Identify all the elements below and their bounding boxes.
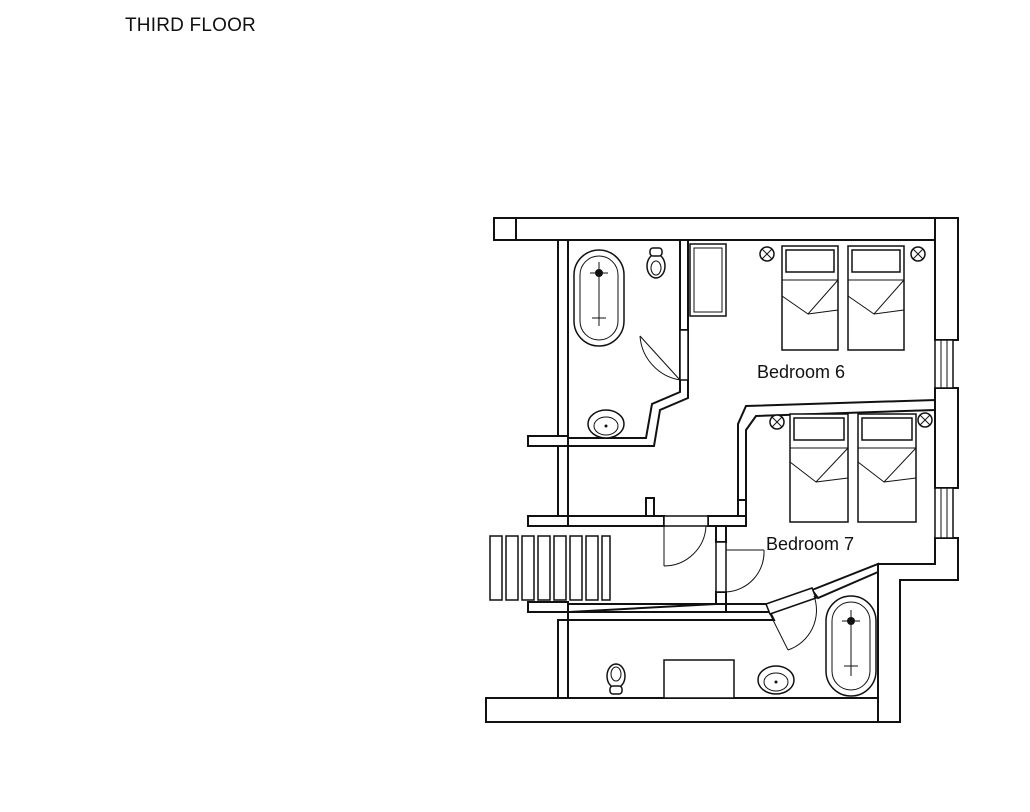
bedroom-7-furniture [769,412,933,523]
interior-walls [566,239,936,622]
staircase-icon [489,535,611,601]
wall-light-icon [769,414,785,430]
washbasin-icon [587,409,625,439]
wall-light-icon [910,246,926,262]
bathroom-1-fixtures [573,243,727,439]
cabinet-icon [689,243,727,317]
bed-icon [847,245,905,351]
door-swing-icon [663,515,709,567]
wall-light-icon [917,412,933,428]
door-swing-icon [715,541,765,593]
washbasin-icon [757,665,795,695]
wall-light-icon [759,246,775,262]
door-swing-icon [639,329,689,381]
window-icon [934,487,954,539]
bedroom-6-furniture [759,245,926,351]
cabinet-icon [663,659,735,699]
bathtub-icon [573,249,625,347]
room-label-bedroom-6: Bedroom 6 [757,362,845,382]
bed-icon [857,413,917,523]
room-label-bedroom-7: Bedroom 7 [766,534,854,554]
doors [639,329,817,651]
bed-icon [789,413,849,523]
window-icon [934,339,954,389]
bed-icon [781,245,839,351]
bathroom-2-fixtures [606,595,877,699]
outer-walls [485,217,959,723]
toilet-icon [646,247,666,279]
bathtub-icon [825,595,877,697]
toilet-icon [606,663,626,695]
windows [934,339,954,539]
floor-title: THIRD FLOOR [125,15,256,36]
door-swing-icon [765,587,817,651]
